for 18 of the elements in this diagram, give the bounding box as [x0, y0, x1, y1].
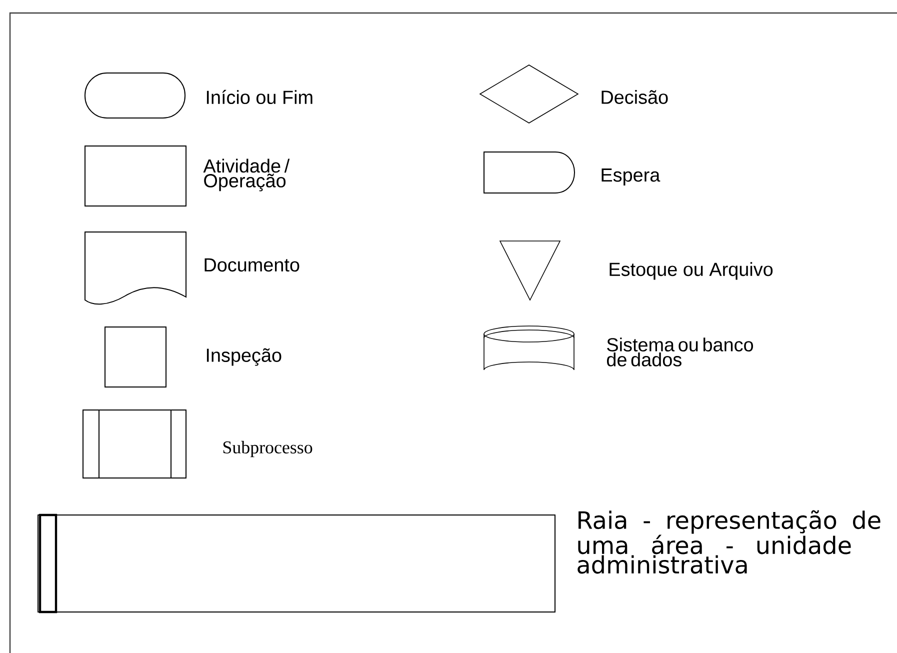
terminator-symbol: [84, 72, 186, 118]
subprocess-symbol: [82, 410, 186, 478]
symbol-label: Decisão: [602, 90, 668, 104]
symbol-label: Início ou Fim: [206, 90, 312, 104]
database-cylinder: [484, 326, 574, 370]
delay-symbol: [484, 152, 575, 194]
symbol-label: Inspeção: [206, 348, 282, 366]
symbol-label: Sistema ou banco de dados: [607, 338, 754, 366]
symbol-label: Estoque ou Arquivo: [610, 262, 773, 280]
process-symbol: [84, 146, 186, 206]
symbol-label: Espera: [602, 168, 660, 186]
document-symbol: [84, 232, 186, 305]
symbol-label: Raia - representação de uma área - unidade administrativa: [578, 510, 880, 574]
symbol-label: Subprocesso: [223, 440, 312, 458]
process-symbol: [104, 326, 166, 388]
symbol-label: Documento: [204, 258, 300, 272]
swimlane-bar: [38, 514, 556, 614]
symbol-label: Atividade / Operação: [203, 158, 290, 192]
